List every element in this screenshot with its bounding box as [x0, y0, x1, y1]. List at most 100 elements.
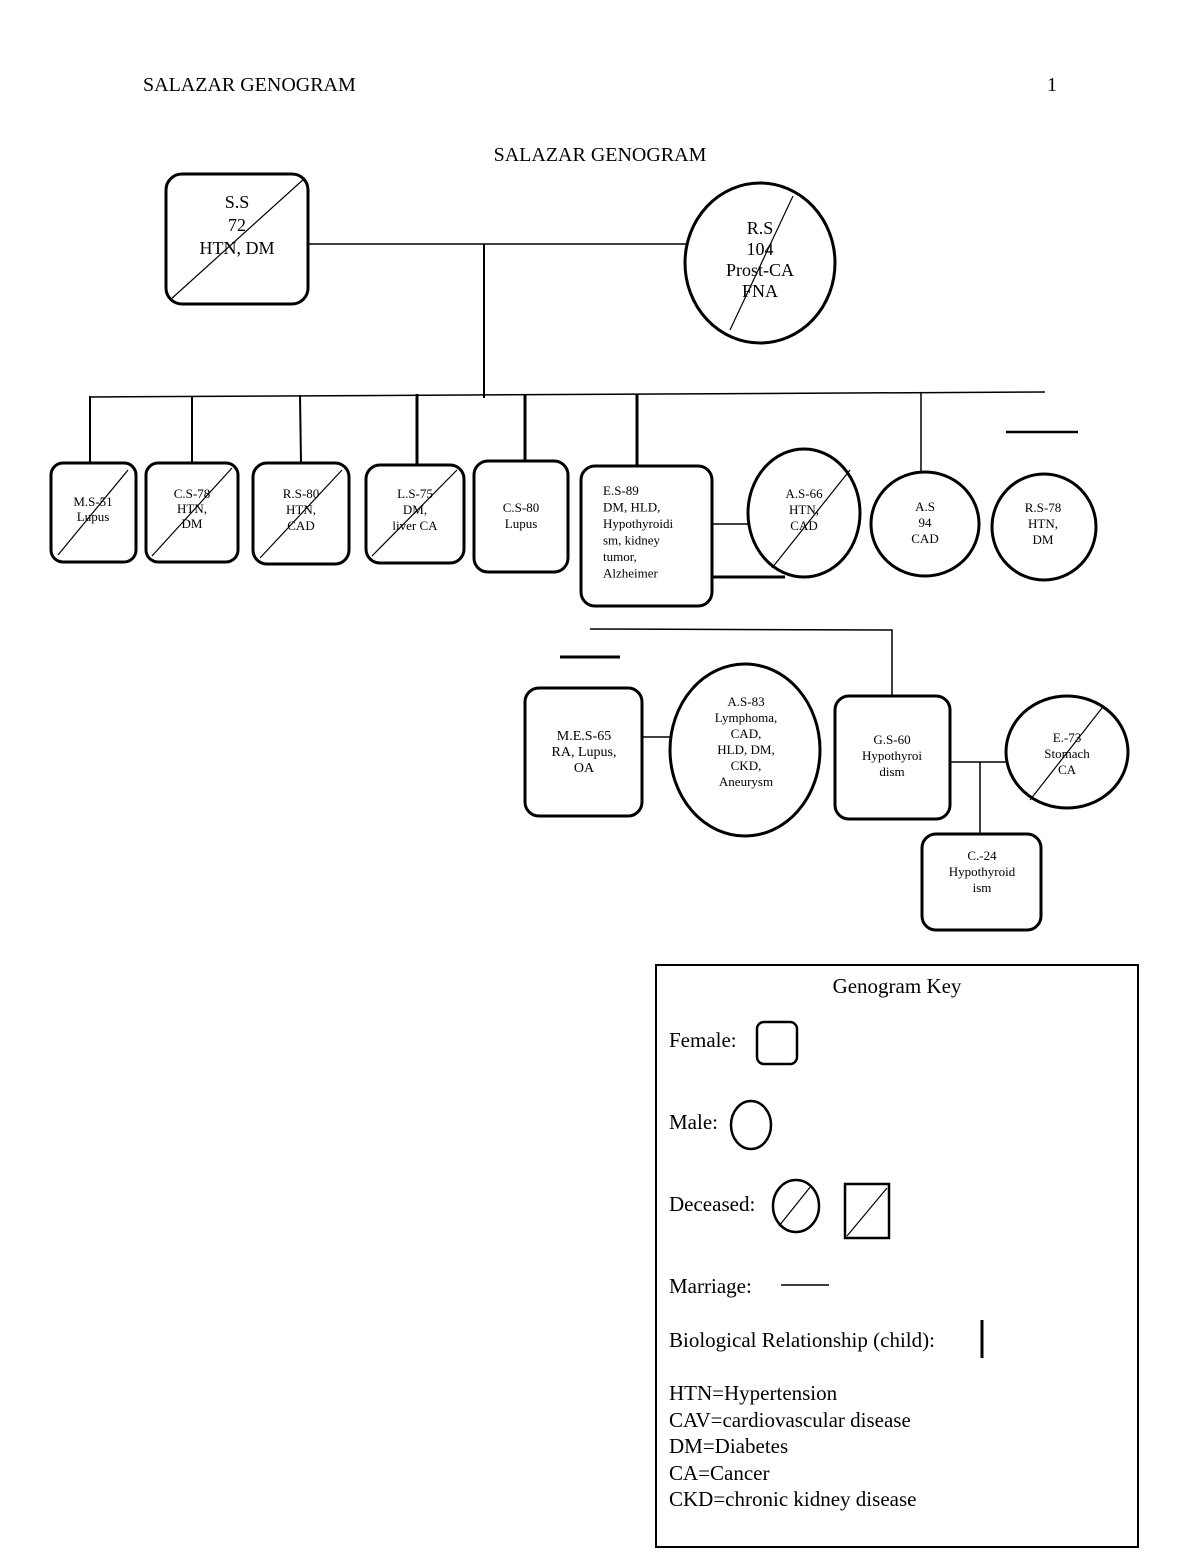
node-label-as83-line-1: A.S-83: [727, 694, 764, 709]
key-label-male: Male:: [669, 1110, 718, 1134]
key-label-marriage: Marriage:: [669, 1274, 752, 1298]
node-label-ms-line-1: M.S-51: [73, 494, 112, 509]
node-label-cs78-line-2: HTN,: [177, 501, 207, 516]
node-label-cs80-line-2: Lupus: [505, 516, 538, 531]
node-label-ls-line-3: liver CA: [392, 518, 438, 533]
deceased-female-symbol-icon: [843, 1182, 891, 1240]
node-label-as83-line-6: Aneurysm: [719, 774, 773, 789]
key-row-marriage: Marriage:: [669, 1274, 752, 1299]
female-node-es: [579, 464, 714, 608]
deceased-slash-ls: [371, 469, 458, 557]
node-label-rs-top-line-4: FNA: [742, 281, 778, 301]
node-label-rs-top-line-1: R.S: [747, 218, 774, 238]
female-node-cs80: [472, 459, 570, 574]
deceased-slash-ms: [57, 469, 129, 556]
male-node-as66: [746, 447, 862, 579]
node-label-es-line-1: E.S-89: [603, 483, 639, 498]
deceased-slash-e73: [1029, 707, 1103, 801]
deceased-slash-rs80: [259, 469, 343, 559]
node-label-rs78-line-2: HTN,: [1028, 516, 1058, 531]
node-label-gs-line-3: dism: [879, 764, 904, 779]
node-label-rs-top-line-2: 104: [747, 239, 774, 259]
male-node-rs78: [990, 472, 1098, 582]
node-label-rs80-line-1: R.S-80: [283, 486, 319, 501]
node-label-es-line-5: tumor,: [603, 549, 637, 564]
page-number: 1: [1047, 74, 1057, 96]
deceased-slash-ss: [169, 177, 306, 301]
node-label-as94-line-1: A.S: [915, 499, 935, 514]
node-label-as94-line-3: CAD: [911, 531, 938, 546]
node-label-as66-line-1: A.S-66: [785, 486, 823, 501]
node-label-as83-line-2: Lymphoma,: [715, 710, 777, 725]
node-label-e73-line-2: Stomach: [1044, 746, 1090, 761]
female-symbol-icon: [755, 1020, 799, 1066]
node-label-cs78-line-3: DM: [182, 516, 203, 531]
deceased-slash-rs-top: [729, 195, 794, 331]
abbreviation-cav: CAV=cardiovascular disease: [669, 1407, 911, 1432]
node-label-es-line-2: DM, HLD,: [603, 500, 660, 515]
male-node-as94: [869, 470, 981, 578]
child-line-icon: [980, 1320, 984, 1358]
node-label-as83-line-3: CAD,: [731, 726, 762, 741]
node-label-as66-line-2: HTN,: [789, 502, 819, 517]
child-line-rs80: [299, 394, 302, 464]
node-label-ls-line-2: DM,: [403, 502, 427, 517]
deceased-slash-cs78: [151, 467, 233, 557]
key-row-female: Female:: [669, 1028, 737, 1053]
node-label-as66-line-3: CAD: [790, 518, 817, 533]
marriage-line-icon: [781, 1284, 829, 1286]
node-label-cs78-line-1: C.S-78: [174, 486, 210, 501]
node-label-as83-line-5: CKD,: [731, 758, 762, 773]
key-row-biological: Biological Relationship (child):: [669, 1328, 935, 1353]
node-label-ss-line-2: 72: [228, 215, 246, 235]
node-label-mes-line-3: OA: [574, 761, 595, 776]
key-row-male: Male:: [669, 1110, 718, 1135]
abbreviation-dm: DM=Diabetes: [669, 1434, 789, 1458]
node-label-es-line-4: sm, kidney: [603, 533, 661, 548]
node-label-rs78-line-1: R.S-78: [1025, 500, 1061, 515]
node-label-c24-line-3: ism: [973, 880, 992, 895]
node-label-c24-line-1: C.-24: [967, 848, 997, 863]
deceased-male-symbol-icon: [771, 1178, 821, 1234]
female-node-c24: [920, 832, 1043, 932]
node-label-mes-line-2: RA, Lupus,: [552, 745, 617, 760]
node-label-rs-top-line-3: Prost-CA: [726, 260, 794, 280]
genogram-key: Genogram Key Female: Male: Deceased: Mar…: [655, 964, 1139, 1548]
key-label-female: Female:: [669, 1028, 737, 1052]
male-symbol-icon: [729, 1099, 773, 1151]
key-label-biological: Biological Relationship (child):: [669, 1328, 935, 1352]
node-label-ss-line-1: S.S: [225, 192, 250, 212]
node-label-es-line-6: Alzheimer: [603, 566, 659, 581]
abbreviation-htn: HTN=Hypertension: [669, 1381, 838, 1405]
node-label-ls-line-1: L.S-75: [397, 486, 433, 501]
node-label-ms-line-2: Lupus: [77, 509, 110, 524]
node-label-mes-line-1: M.E.S-65: [557, 729, 611, 744]
abbreviation-ca: CA=Cancer: [669, 1460, 770, 1485]
node-label-as83-line-4: HLD, DM,: [717, 742, 774, 757]
key-label-deceased: Deceased:: [669, 1192, 756, 1216]
running-head: SALAZAR GENOGRAM: [143, 74, 356, 96]
abbreviation-list: HTN=Hypertension CAV=cardiovascular dise…: [669, 1380, 916, 1513]
node-label-ss-line-3: HTN, DM: [200, 238, 275, 258]
node-label-rs80-line-3: CAD: [287, 518, 314, 533]
key-row-deceased: Deceased:: [669, 1192, 755, 1217]
node-label-gs-line-1: G.S-60: [873, 732, 910, 747]
node-label-gs-line-2: Hypothyroi: [862, 748, 922, 763]
male-node-rs-top: [683, 181, 837, 345]
diagram-title: SALAZAR GENOGRAM: [493, 144, 707, 166]
child-line-gs: [589, 628, 893, 696]
female-node-ls: [364, 463, 466, 565]
node-label-es-line-3: Hypothyroidi: [603, 516, 673, 531]
node-label-cs80-line-1: C.S-80: [503, 500, 539, 515]
male-node-as83: [668, 662, 822, 838]
node-label-c24-line-2: Hypothyroid: [949, 864, 1016, 879]
node-label-rs80-line-2: HTN,: [286, 502, 316, 517]
female-node-gs: [833, 694, 952, 821]
deceased-slash-as66: [771, 469, 851, 569]
key-title: Genogram Key: [832, 974, 962, 998]
node-label-e73-line-3: CA: [1058, 762, 1077, 777]
node-label-as94-line-2: 94: [919, 515, 933, 530]
node-label-rs78-line-3: DM: [1033, 532, 1054, 547]
sibling-line: [89, 391, 1046, 398]
